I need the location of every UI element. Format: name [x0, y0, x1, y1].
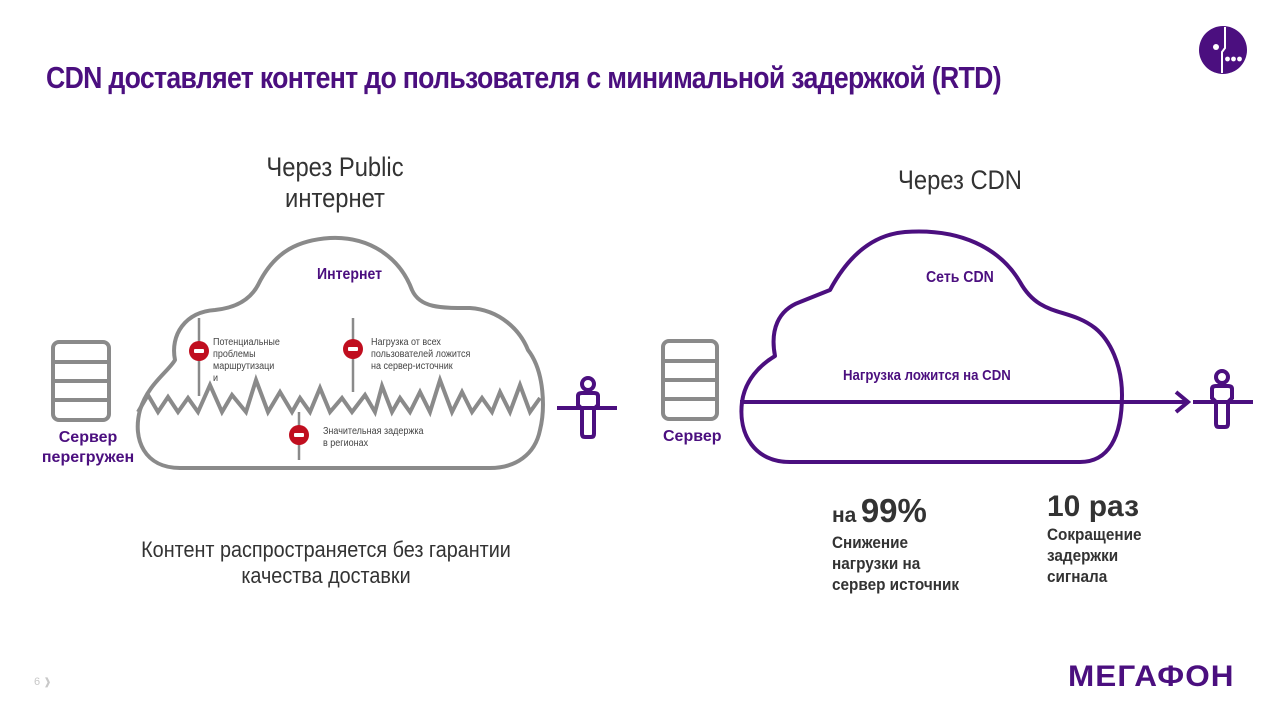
issue-text-line: Значительная задержка	[323, 426, 424, 437]
internet-cloud-icon	[135, 235, 545, 470]
cdn-cloud-label: Сеть CDN	[926, 269, 994, 286]
issue-text-line: Нагрузка от всех	[371, 337, 441, 348]
stat-prefix: на	[832, 504, 857, 527]
chevron-right-icon: ❱	[43, 677, 52, 688]
left-heading-line2: интернет	[285, 183, 385, 213]
server-label: Сервер	[663, 428, 722, 445]
stat-load-reduction: на 99% Снижение нагрузки на сервер источ…	[832, 492, 1002, 595]
megafon-logo-icon	[1198, 25, 1248, 75]
cdn-load-label: Нагрузка ложится на CDN	[843, 367, 1011, 384]
issue-text-line: пользователей ложится	[371, 349, 471, 360]
minus-circle-icon	[189, 341, 209, 361]
issue-regional-latency: Значительная задержка в регионах	[323, 426, 449, 450]
issue-routing: Потенциальные проблемы маршрутизаци и	[213, 337, 294, 385]
issue-text-line: в регионах	[323, 438, 369, 449]
user-icon-left	[557, 376, 617, 439]
megafon-wordmark: МегаФон	[1068, 660, 1235, 693]
page-number-value: 6	[34, 676, 41, 688]
stat-desc-line: сервер источник	[832, 575, 960, 594]
server-label-line1: Сервер	[58, 429, 118, 446]
left-heading-line1: Через Public	[266, 152, 404, 182]
stat-latency-reduction: 10 раз Сокращение задержки сигнала	[1047, 490, 1217, 587]
internet-cloud-label: Интернет	[317, 266, 382, 283]
stat-desc-line: Снижение	[832, 533, 909, 552]
server-overloaded-label: Сервер перегружен	[38, 428, 138, 468]
minus-circle-icon	[343, 339, 363, 359]
server-label-line2: перегружен	[41, 449, 135, 466]
stat-value: 99%	[860, 492, 927, 529]
issue-text-line: маршрутизаци	[213, 361, 275, 372]
stat-desc-line: задержки	[1047, 546, 1119, 565]
issue-origin-load: Нагрузка от всех пользователей ложится н…	[371, 337, 497, 373]
server-overloaded-icon	[51, 340, 111, 422]
left-caption: Контент распространяется без гарантии ка…	[119, 537, 533, 589]
issue-text-line: проблемы	[213, 349, 256, 360]
server-icon	[661, 339, 719, 421]
issue-text-line: и	[213, 373, 219, 384]
issue-text-line: на сервер-источник	[371, 361, 453, 372]
minus-circle-icon	[289, 425, 309, 445]
stat-desc-line: сигнала	[1047, 567, 1108, 586]
stat-value: 10 раз	[1047, 490, 1139, 523]
right-heading: Через CDN	[898, 165, 1022, 195]
caption-line2: качества доставки	[241, 563, 411, 588]
slide-title: CDN доставляет контент до пользователя с…	[46, 60, 1002, 95]
user-icon-right	[1193, 369, 1253, 429]
cdn-cloud-icon	[739, 229, 1124, 464]
page-number: 6 ❱	[34, 676, 52, 688]
issue-text-line: Потенциальные	[213, 337, 280, 348]
unstable-route-zigzag	[136, 373, 542, 418]
stat-desc-line: Сокращение	[1047, 525, 1142, 544]
caption-line1: Контент распространяется без гарантии	[141, 537, 511, 562]
stat-desc-line: нагрузки на	[832, 554, 921, 573]
left-heading: Через Public интернет	[229, 152, 440, 214]
